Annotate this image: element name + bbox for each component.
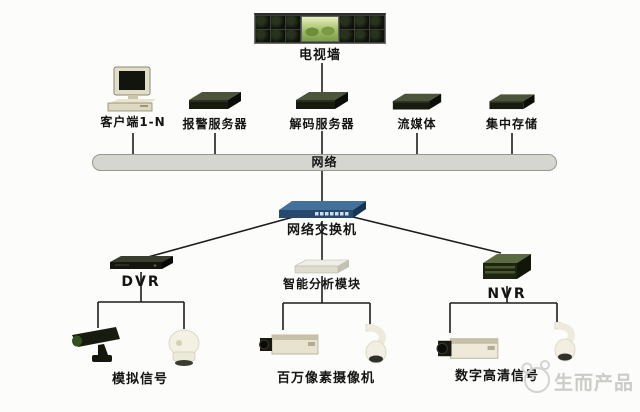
analog-group-label: 模拟信号: [111, 372, 168, 387]
megapixel-group-label: 百万像素摄像机: [276, 371, 375, 386]
analysis-module-icon: [294, 259, 350, 274]
wire-switch-dvr: [147, 215, 298, 258]
device-central-storage-label: 集中存储: [485, 117, 538, 131]
digital-hd-group-label: 数字高清信号: [454, 369, 539, 384]
analysis-module-label: 智能分析模块: [282, 277, 361, 291]
dome-camera-icon: [168, 329, 200, 366]
device-client: 客户端1-N: [95, 66, 171, 130]
device-central-storage: 集中存储: [474, 90, 550, 132]
network-switch: 网络交换机: [277, 198, 367, 239]
network-switch-label: 网络交换机: [286, 223, 357, 238]
server-icon: [296, 92, 348, 109]
recorder-nvr: NVR: [469, 250, 545, 302]
analysis-module: 智能分析模块: [280, 258, 364, 292]
server-icon: [489, 94, 535, 110]
recorder-nvr-label: NVR: [487, 286, 527, 302]
mascot-icon: [521, 360, 550, 393]
network-switch-icon: [279, 201, 366, 218]
device-decode-server: 解码服务器: [284, 88, 360, 132]
recorder-dvr: DVR: [103, 254, 179, 290]
network-bus-label: 网络: [311, 154, 338, 169]
box-camera-icon: [259, 334, 319, 355]
server-icon: [189, 92, 241, 109]
device-client-label: 客户端1-N: [100, 115, 166, 129]
workstation-icon: [107, 66, 156, 112]
server-icon: [392, 93, 442, 110]
device-stream-media: 流媒体: [379, 90, 455, 132]
tv-wall-label: 电视墙: [298, 48, 341, 63]
device-alarm-server-label: 报警服务器: [182, 117, 248, 131]
dvr-icon: [110, 256, 173, 269]
ptz-camera-icon: [554, 322, 576, 362]
recorder-dvr-label: DVR: [121, 274, 161, 290]
box-camera-icon: [436, 338, 499, 359]
nvr-icon: [483, 254, 531, 279]
ptz-camera-icon: [365, 324, 387, 364]
device-alarm-server: 报警服务器: [177, 88, 253, 132]
wire-switch-nvr: [348, 215, 502, 254]
tv-wall-icon: [254, 13, 386, 44]
bullet-camera-icon: [72, 327, 120, 362]
watermark-text: 生而产品: [554, 372, 635, 394]
device-stream-media-label: 流媒体: [397, 117, 437, 131]
device-decode-server-label: 解码服务器: [289, 117, 355, 131]
network-bus: 网络: [92, 154, 557, 171]
